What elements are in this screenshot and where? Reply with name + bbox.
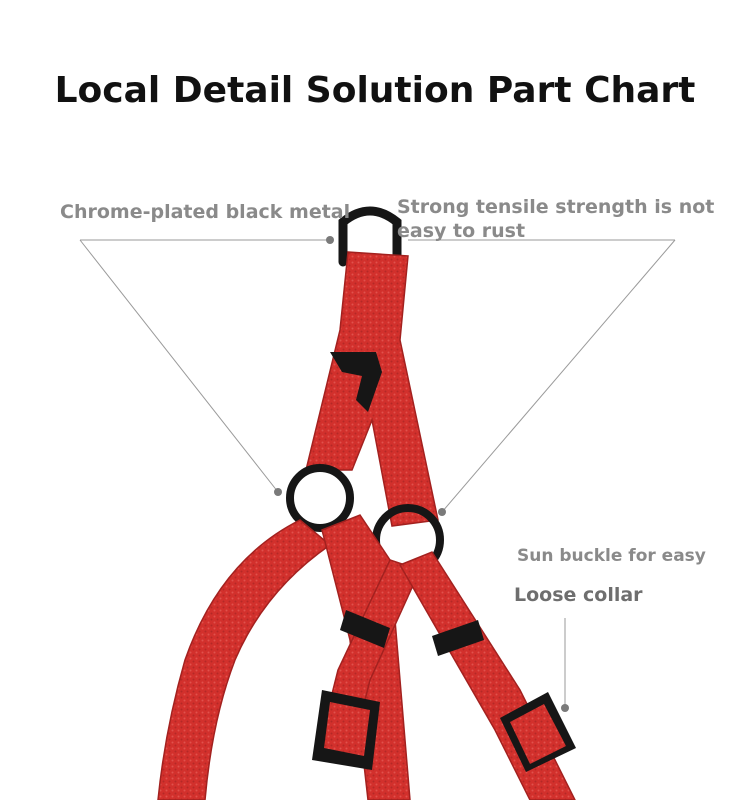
top-d-ring xyxy=(338,206,402,267)
left-o-ring xyxy=(286,464,354,532)
left-sun-buckle xyxy=(312,690,380,770)
page-title: Local Detail Solution Part Chart xyxy=(54,70,696,111)
annotation-leader-lines xyxy=(79,239,676,708)
right-keeper xyxy=(432,620,484,656)
annotation-buckle-line2: Loose collar xyxy=(514,584,643,606)
middle-clip xyxy=(330,352,382,412)
left-keeper xyxy=(340,610,390,648)
annotation-buckle-line1: Sun buckle for easy xyxy=(517,546,706,566)
right-sun-buckle xyxy=(500,692,576,772)
annotation-dots xyxy=(274,236,569,712)
left-loop-strap xyxy=(157,519,332,800)
annotation-tensile-line1: Strong tensile strength is not xyxy=(397,196,715,218)
annotation-tensile-line2: easy to rust xyxy=(397,220,526,242)
annotation-metal: Chrome-plated black metal xyxy=(60,201,351,223)
